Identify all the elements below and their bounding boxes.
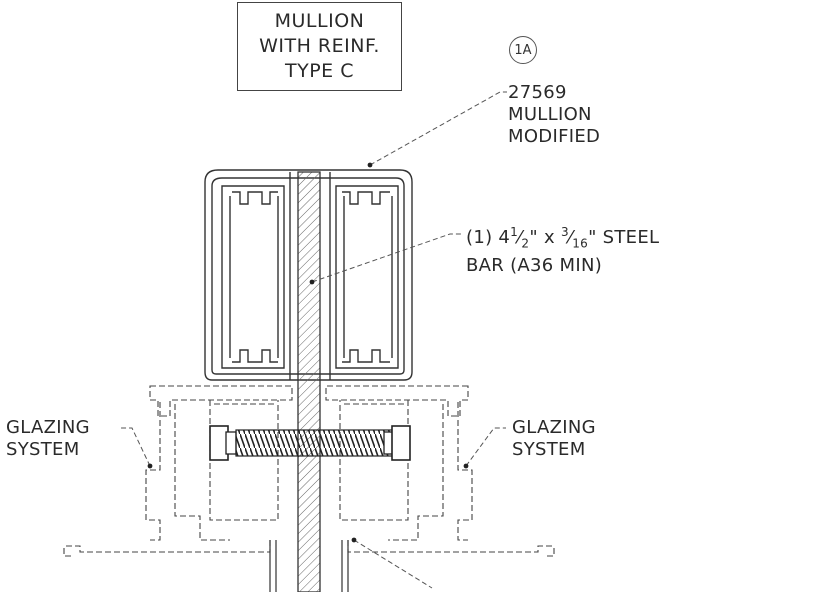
fraction-1-numerator: 1 <box>510 225 519 239</box>
detail-tag: 1A <box>509 36 537 64</box>
glazing-system-left-callout: GLAZING SYSTEM <box>6 417 90 461</box>
steel-bar-callout-line-1: (1) 41⁄2" x 3⁄16" STEEL <box>466 225 660 251</box>
leader-arrowheads <box>147 162 469 543</box>
mullion-callout-note: MODIFIED <box>508 126 601 147</box>
section-title-box: MULLION WITH REINF. TYPE C <box>237 2 402 91</box>
glazing-left-line-2: SYSTEM <box>6 439 80 460</box>
steel-bar-prefix: (1) 4 <box>466 227 511 248</box>
title-line-2: WITH REINF. <box>259 35 380 57</box>
title-line-1: MULLION <box>274 10 365 32</box>
glazing-system-right-callout: GLAZING SYSTEM <box>512 417 596 461</box>
steel-bar-callout-line-2: BAR (A36 MIN) <box>466 254 603 276</box>
glazing-right-line-2: SYSTEM <box>512 439 586 460</box>
glazing-left-line-1: GLAZING <box>6 417 90 438</box>
leader-lines <box>120 91 507 589</box>
fraction-2-denominator: 16 <box>572 236 589 251</box>
mullion-lower-legs <box>269 540 349 592</box>
steel-bar-mid: " x <box>529 227 561 248</box>
steel-bar <box>297 171 321 592</box>
fraction-2-numerator: 3 <box>560 225 569 239</box>
mullion-callout-name: MULLION <box>508 104 592 125</box>
glazing-right-line-1: GLAZING <box>512 417 596 438</box>
mullion-callout: 27569 MULLION MODIFIED <box>508 82 600 148</box>
steel-bar-suffix: " STEEL <box>588 227 660 248</box>
fraction-1-denominator: 2 <box>521 236 530 251</box>
title-line-3: TYPE C <box>285 60 354 82</box>
steel-bar-callout: (1) 41⁄2" x 3⁄16" STEEL BAR (A36 MIN) <box>466 221 659 277</box>
through-bolt <box>209 425 411 461</box>
mullion-callout-part: 27569 <box>508 82 567 103</box>
